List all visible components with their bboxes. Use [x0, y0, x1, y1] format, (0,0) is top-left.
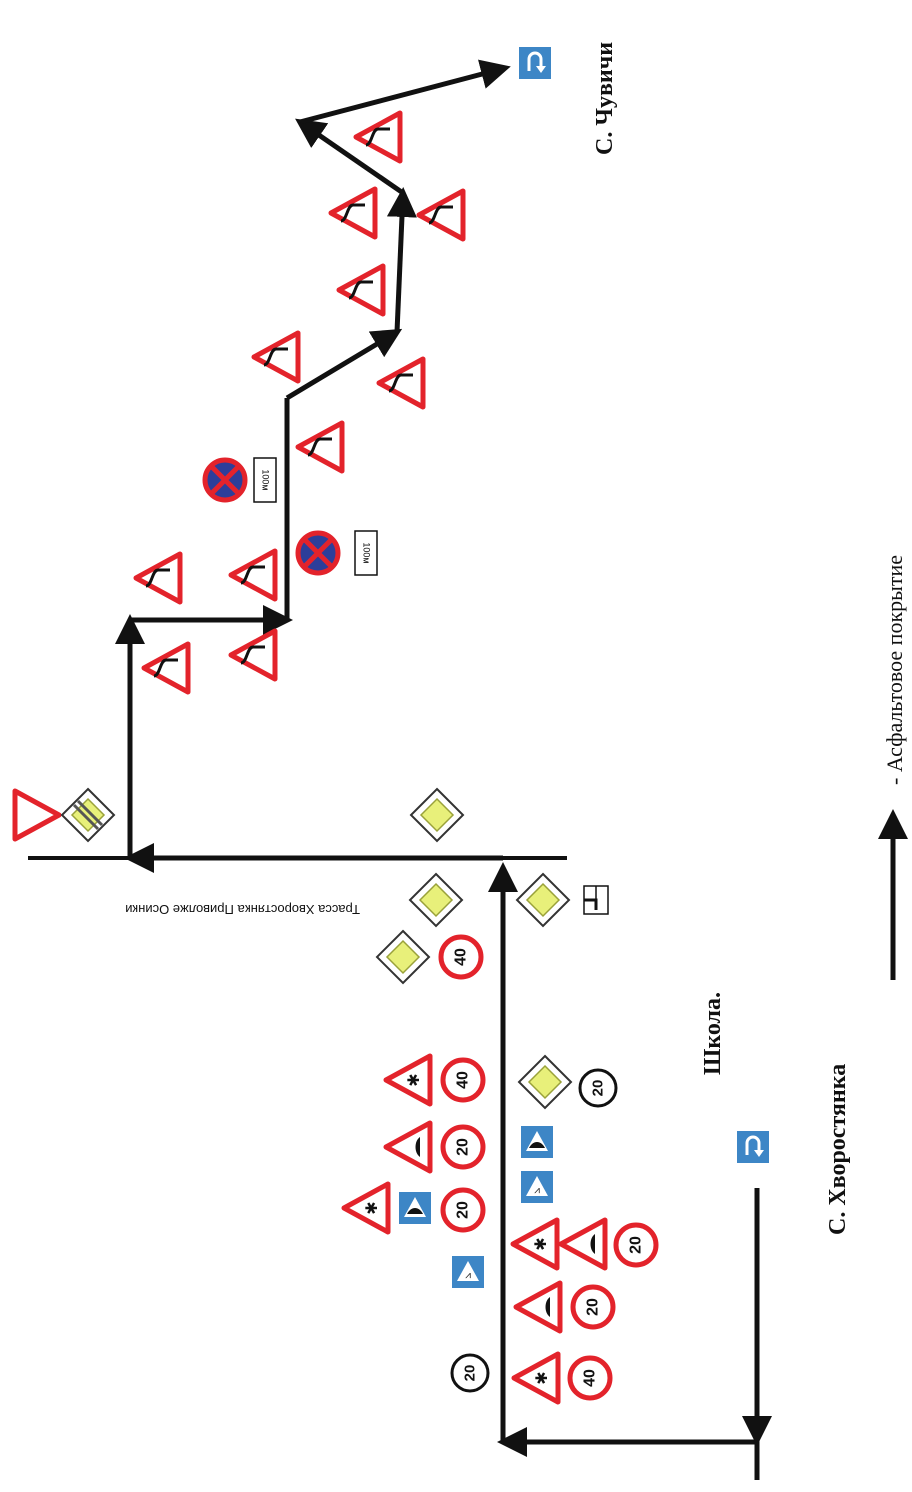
village-label-chuvichi: С. Чувичи — [592, 42, 618, 155]
legend-label: - Асфальтовое покрытие — [882, 555, 907, 785]
speed-limit-sign: 20 — [443, 1127, 483, 1167]
dangerous-turn-sign — [298, 423, 342, 471]
children-sign — [513, 1220, 557, 1268]
speed-limit-sign: 40 — [443, 1060, 483, 1100]
direction-of-main-road-plate — [583, 885, 609, 915]
no-stopping-sign — [205, 460, 245, 500]
dangerous-turn-sign — [231, 551, 275, 599]
dangerous-turn-sign — [231, 631, 275, 679]
pedestrian-crossing-sign — [452, 1256, 484, 1288]
speed-limit-value: 20 — [585, 1298, 602, 1316]
blue-bump-sign — [521, 1126, 553, 1158]
priority-road-sign — [516, 873, 570, 927]
speed-limit-value: 40 — [582, 1369, 599, 1387]
village-label-khvorostyanka: С. Хворостянка — [825, 1064, 851, 1235]
priority-road-sign — [410, 788, 464, 842]
children-sign — [386, 1056, 430, 1104]
dangerous-turn-sign — [419, 191, 463, 239]
pedestrian-crossing-sign — [521, 1171, 553, 1203]
signs-intersection: 40 — [12, 788, 609, 984]
signs-upper-route: 100м 100м — [136, 45, 553, 692]
dangerous-turn-sign — [379, 359, 423, 407]
signs-school-section: 40 20 20 20 20 20 — [344, 1055, 771, 1402]
dangerous-turn-sign — [136, 554, 180, 602]
school-label: Школа. — [700, 992, 726, 1075]
speed-limit-sign: 20 — [443, 1190, 483, 1230]
priority-road-sign — [409, 873, 463, 927]
blue-bump-sign — [399, 1192, 431, 1224]
children-sign — [344, 1184, 388, 1232]
speed-limit-sign: 40 — [441, 937, 481, 977]
give-way-sign — [12, 788, 62, 842]
highway-label: Трасса Хворостянка Приволже Осинки — [125, 902, 360, 917]
speed-limit-sign: 40 — [570, 1358, 610, 1398]
dangerous-turn-sign — [144, 644, 188, 692]
roads — [28, 59, 772, 1480]
speed-limit-value: 20 — [462, 1365, 479, 1382]
priority-road-sign — [518, 1055, 572, 1109]
distance-plate: 100м — [253, 457, 277, 503]
end-speed-limit-sign: 20 — [578, 1068, 618, 1108]
uturn-sign — [517, 45, 553, 81]
dangerous-turn-sign — [331, 189, 375, 237]
priority-road-sign — [376, 930, 430, 984]
no-stopping-sign — [298, 533, 338, 573]
speed-bump-sign — [561, 1220, 605, 1268]
speed-limit-black-sign: 20 — [450, 1353, 490, 1393]
speed-bump-sign — [516, 1283, 560, 1331]
dangerous-turn-sign — [254, 333, 298, 381]
speed-limit-value: 20 — [628, 1236, 645, 1254]
speed-limit-sign: 20 — [573, 1287, 613, 1327]
speed-limit-value: 20 — [590, 1080, 607, 1097]
distance-plate: 100м — [354, 530, 378, 576]
speed-limit-value: 40 — [453, 948, 470, 966]
end-priority-road-sign — [61, 788, 115, 842]
uturn-sign — [735, 1129, 771, 1165]
distance-plate-text: 100м — [362, 542, 372, 563]
children-sign — [514, 1354, 558, 1402]
dangerous-turn-sign — [339, 266, 383, 314]
speed-limit-value: 20 — [455, 1138, 472, 1156]
speed-bump-sign — [386, 1123, 430, 1171]
speed-limit-value: 40 — [455, 1071, 472, 1089]
speed-limit-sign: 20 — [616, 1225, 656, 1265]
dangerous-turn-sign — [356, 113, 400, 161]
distance-plate-text: 100м — [261, 469, 271, 490]
speed-limit-value: 20 — [455, 1201, 472, 1219]
